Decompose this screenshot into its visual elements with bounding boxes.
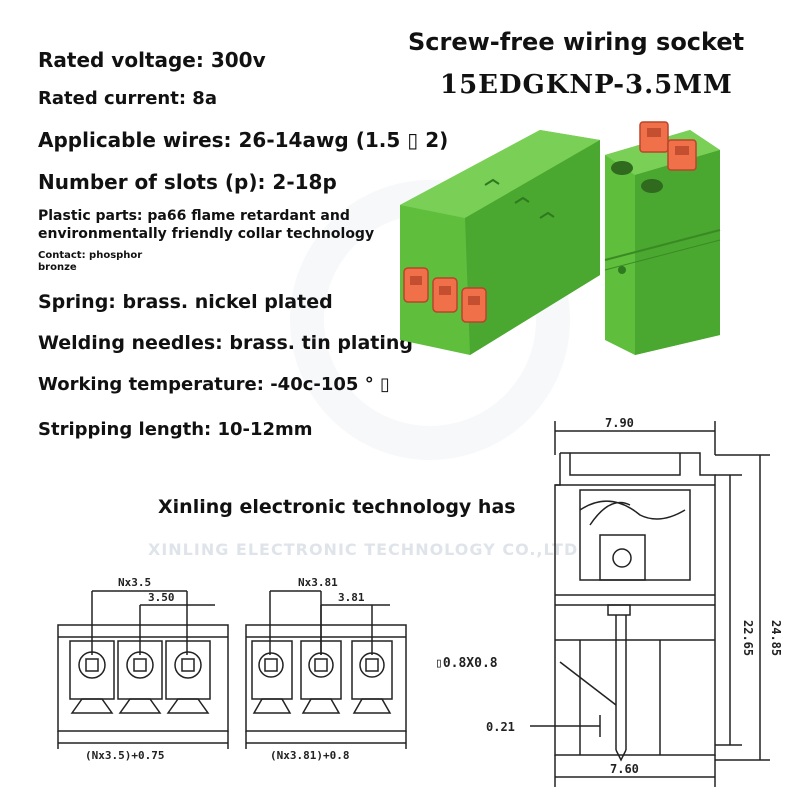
spec-spring: Spring: brass. nickel plated [38, 291, 333, 313]
front-view-3-5mm: Nx3.5 3.50 (Nx3.5)+0.75 [57, 576, 229, 762]
front-view-3-81mm: Nx3.81 3.81 (Nx3.81)+0.8 [245, 576, 407, 762]
dim-width-3-81: (Nx3.81)+0.8 [270, 749, 349, 762]
spec-contact-line2: bronze [38, 262, 77, 273]
spec-stripping-length: Stripping length: 10-12mm [38, 419, 313, 440]
company-name: Xinling electronic technology has [158, 496, 516, 518]
housing-mark-3 [539, 211, 555, 219]
side-view-drawing: 7.90 22.65 24.85 ▯0.8X0.8 0.21 7.60 [435, 416, 783, 787]
watermark-text: XINLING ELECTRONIC TECHNOLOGY CO.,LTD [148, 540, 579, 559]
dim-7-90: 7.90 [605, 416, 634, 430]
dim-3-81: 3.81 [338, 591, 365, 604]
spec-working-temperature: Working temperature: -40c-105 ° ▯ [38, 374, 390, 395]
dim-24-85: 24.85 [769, 620, 783, 656]
spec-rated-current: Rated current: 8a [38, 88, 217, 109]
dim-22-65: 22.65 [741, 620, 755, 656]
housing-mark-2 [514, 196, 530, 204]
dim-7-60: 7.60 [610, 762, 639, 776]
product-title: Screw-free wiring socket [408, 28, 745, 56]
dim-0-21: 0.21 [486, 720, 515, 734]
dim-pin-size: ▯0.8X0.8 [435, 656, 498, 671]
housing-mark-1 [484, 178, 500, 186]
spec-contact-line1: Contact: phosphor [38, 250, 143, 261]
product-model: 15EDGKNP-3.5MM [440, 70, 733, 100]
dim-3-50: 3.50 [148, 591, 175, 604]
housing-left-side [465, 140, 600, 355]
dim-nx3-81: Nx3.81 [298, 576, 338, 589]
release-buttons [403, 267, 487, 323]
spec-plastic-line2: environmentally friendly collar technolo… [38, 226, 375, 242]
spec-applicable-wires: Applicable wires: 26-14awg (1.5 ▯ 2) [38, 128, 449, 152]
dim-width-3-5: (Nx3.5)+0.75 [85, 749, 164, 762]
terminal-block-photo [400, 121, 721, 355]
dim-nx3-5: Nx3.5 [118, 576, 151, 589]
spec-number-of-slots: Number of slots (p): 2-18p [38, 170, 337, 194]
housing-right-side [635, 150, 720, 355]
housing-left-top [400, 130, 600, 218]
spec-rated-voltage: Rated voltage: 300v [38, 48, 266, 72]
spec-welding-needles: Welding needles: brass. tin plating [38, 332, 413, 354]
spec-plastic-line1: Plastic parts: pa66 flame retardant and [38, 208, 350, 224]
